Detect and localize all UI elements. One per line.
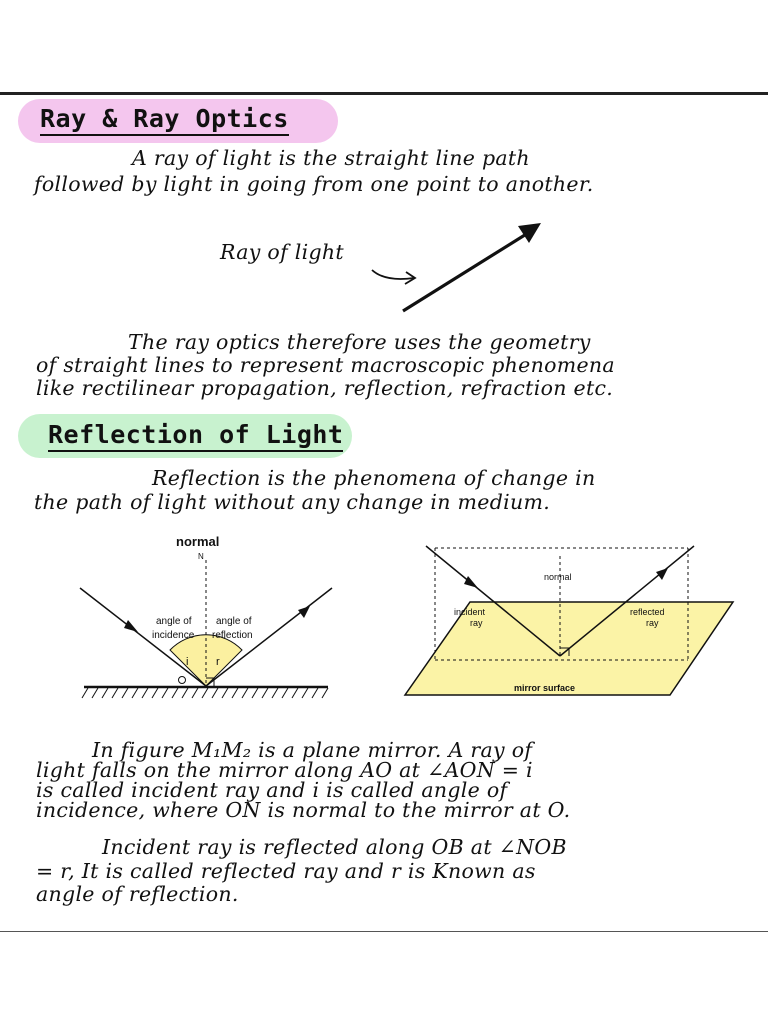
- reflected-arrowhead: [298, 606, 310, 618]
- section2-title: Reflection of Light: [48, 420, 344, 452]
- section1-intro-line-1: A ray of light is the straight line path: [132, 146, 530, 170]
- right-incident-arrowhead: [464, 576, 478, 588]
- para2-line-3: angle of reflection.: [36, 882, 239, 906]
- left-incidence-label-1: angle of: [156, 616, 192, 627]
- section1-body-line-2: of straight lines to represent macroscop…: [36, 353, 615, 377]
- para1-line-3: is called incident ray and i is called a…: [36, 778, 508, 802]
- left-reflection-label-2: reflection: [212, 630, 253, 641]
- section1-intro-line-2: followed by light in going from one poin…: [34, 172, 594, 196]
- para1-line-2: light falls on the mirror along AO at ∠A…: [36, 758, 533, 782]
- reflection-diagram-right: [403, 545, 735, 696]
- section1-title: Ray & Ray Optics: [40, 104, 289, 136]
- ray-arrow-line: [402, 226, 537, 313]
- section2-intro-line-2: the path of light without any change in …: [34, 490, 551, 514]
- label-pointer-line: [371, 269, 415, 280]
- left-reflection-label-1: angle of: [216, 616, 252, 627]
- top-rule: [0, 92, 768, 95]
- para2-line-1: Incident ray is reflected along OB at ∠N…: [102, 835, 567, 859]
- ray-of-light-diagram: [371, 223, 541, 313]
- incident-arrowhead: [124, 620, 138, 632]
- para1-line-4: incidence, where ON is normal to the mir…: [36, 798, 571, 822]
- right-normal-label: normal: [544, 572, 572, 582]
- left-normal-label: normal: [176, 534, 220, 549]
- right-incident-label-1: incident: [454, 607, 486, 617]
- right-reflected-label-2: ray: [646, 618, 659, 628]
- label-pointer-arrowhead: [404, 271, 417, 285]
- reflected-ray: [205, 587, 333, 687]
- construction-box: [434, 547, 689, 661]
- left-r-label: r: [216, 656, 220, 668]
- bottom-rule: [0, 931, 768, 932]
- point-o-marker: [178, 676, 186, 684]
- right-reflected-arrowhead: [656, 568, 668, 580]
- para2-line-2: = r, It is called reflected ray and r is…: [36, 859, 536, 883]
- right-incident-ray: [425, 545, 561, 657]
- left-i-label: i: [186, 656, 189, 668]
- section2-intro-line-1: Reflection is the phenomena of change in: [152, 466, 596, 490]
- left-incidence-label-2: incidence: [152, 630, 195, 641]
- ray-arrow-head: [518, 223, 541, 243]
- right-reflected-ray: [559, 545, 695, 657]
- section1-body-line-3: like rectilinear propagation, reflection…: [36, 376, 614, 400]
- section1-body-line-1: The ray optics therefore uses the geomet…: [128, 330, 591, 354]
- right-angle-marker: [206, 677, 215, 686]
- incident-ray: [79, 587, 207, 687]
- left-n-label: N: [198, 552, 204, 561]
- right-incident-label-2: ray: [470, 618, 483, 628]
- mirror-hatching: [81, 687, 329, 699]
- mirror-surface-label: mirror surface: [514, 683, 576, 693]
- ray-of-light-label: Ray of light: [220, 240, 344, 264]
- para1-line-1: In figure M₁M₂ is a plane mirror. A ray …: [92, 738, 533, 762]
- reflection-diagram-left: [79, 560, 333, 699]
- right-angle-marker-3d: [560, 647, 570, 656]
- right-reflected-label-1: reflected: [630, 607, 665, 617]
